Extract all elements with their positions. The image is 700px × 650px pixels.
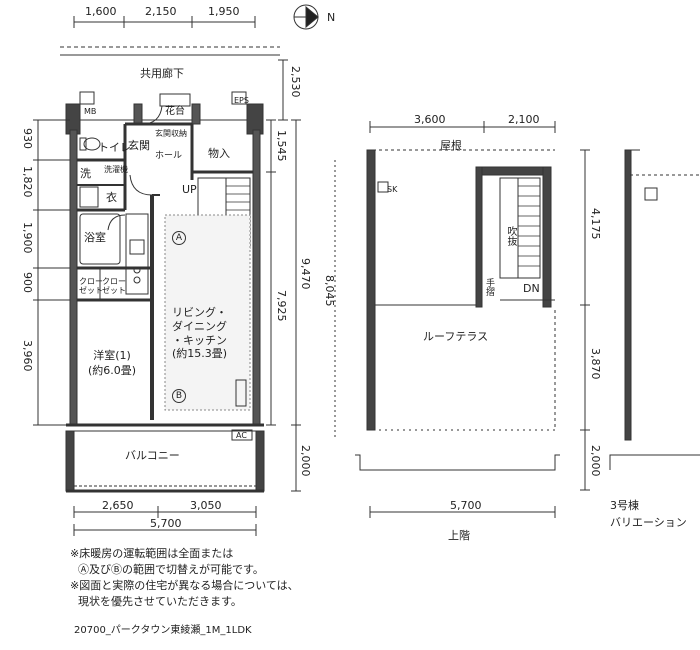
bath-label: 浴室 [84,231,106,244]
footer-code: 20700_パークタウン東綾瀬_1M_1LDK [74,625,252,636]
note-line-1: ※床暖房の運転範囲は全面または [70,547,234,560]
variation-building: 3号棟 [610,499,639,512]
handrail-label: 手摺 [484,278,494,296]
zone-b-marker: B [172,389,186,403]
left-dim-2: 1,820 [21,166,34,198]
right-dim-8045: 8,045 [323,275,336,307]
left-dim-4: 900 [21,272,34,293]
left-dim-5: 3,960 [21,340,34,372]
corridor-label: 共用廊下 [140,67,184,80]
western-room-label: 洋室(1) (約6.0畳) [88,349,137,378]
washroom-label: 洗 [80,167,91,180]
north-label: N [327,11,336,24]
hall-label: ホール [155,151,183,161]
void-label: 吹抜 [505,226,516,246]
entrance-storage-label: 玄関収納 [155,129,187,138]
roof-side-dim-3: 2,000 [589,445,602,477]
right-dim-2000: 2,000 [299,445,312,477]
note-line-3: ※図面と実際の住宅が異なる場合については、 [70,579,299,592]
washer-label: 洗濯機 [104,165,128,174]
roof-side-dim-1: 4,175 [589,208,602,240]
note-line-2: Ⓐ及びⒷの範囲で切替えが可能です。 [78,563,264,576]
balcony-label: バルコニー [125,449,180,462]
mb-label: MB [84,107,97,116]
top-dim-1: 1,600 [85,5,117,18]
bottom-dim-total: 5,700 [150,517,182,530]
left-dim-3: 1,900 [21,222,34,254]
terrace-label: ルーフテラス [423,330,489,343]
closet-small-label: 衣 [106,191,117,204]
bottom-dim-2: 3,050 [190,499,222,512]
ldk-label: リビング・ ダイニング ・キッチン (約15.3畳) [172,306,228,361]
roof-bottom-dim: 5,700 [450,499,482,512]
roof-side-dim-2: 3,870 [589,348,602,380]
top-dim-3: 1,950 [208,5,240,18]
entrance-label: 玄関 [128,139,150,152]
bottom-dim-1: 2,650 [102,499,134,512]
ac-label: AC [236,431,247,440]
note-line-4: 現状を優先させていただきます。 [78,595,242,608]
right-dim-9470: 9,470 [299,258,312,290]
closet-b-label: クロー ゼット [102,277,126,295]
storage-label: 物入 [208,147,230,160]
eps-label: EPS [234,96,249,105]
roof-dim-2: 2,100 [508,113,540,126]
variation-label: バリエーション [610,516,687,529]
upper-floor-label: 上階 [448,529,470,542]
closet-a-label: クロー ゼット [79,277,103,295]
left-dim-1: 930 [21,128,34,149]
right-dim-1545: 1,545 [275,130,288,162]
roof-label: 屋根 [440,139,462,152]
roof-dim-1: 3,600 [414,113,446,126]
flower-stand-label: 花台 [165,106,185,117]
zone-a-marker: A [172,231,186,245]
top-dim-2: 2,150 [145,5,177,18]
dn-label: DN [523,282,540,295]
right-dim-7925: 7,925 [275,290,288,322]
toilet-label: トイレ [98,141,131,154]
up-label: UP [182,183,197,196]
corridor-dim: 2,530 [289,66,302,98]
sk-label: SK [387,185,398,194]
